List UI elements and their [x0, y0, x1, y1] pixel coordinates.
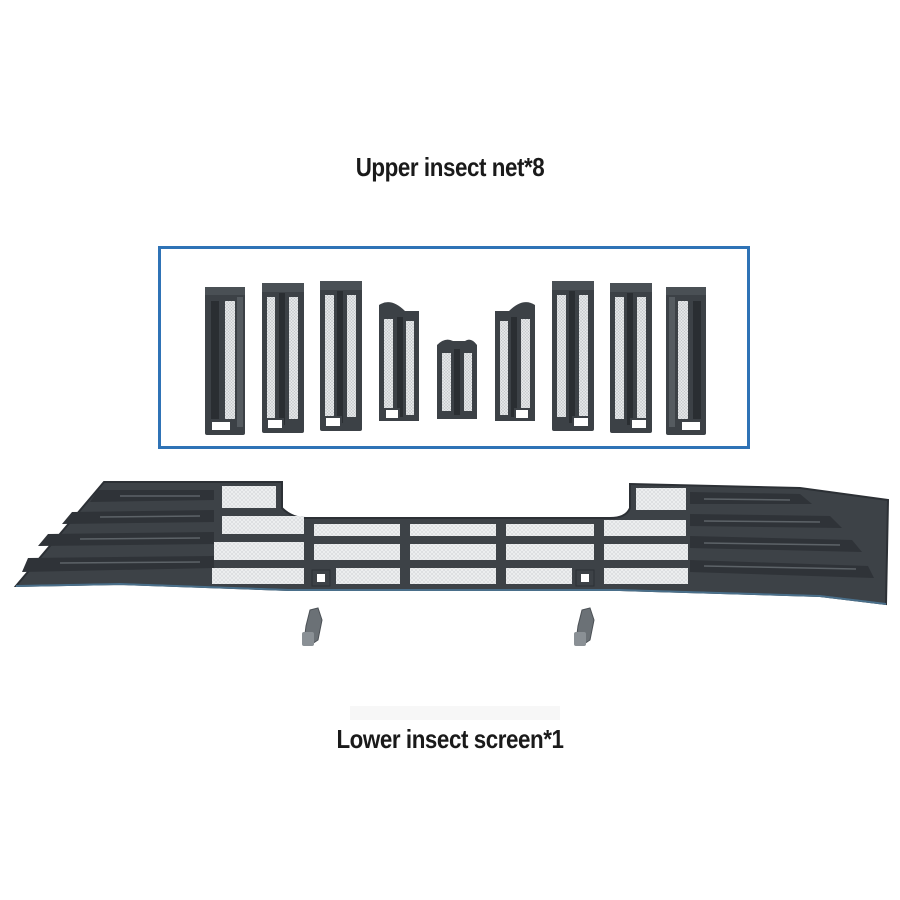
upper-net-piece-1: [205, 287, 245, 435]
lower-insect-screen: [13, 481, 890, 606]
right-slats: [690, 492, 874, 578]
upper-net-piece-6: [495, 302, 535, 421]
upper-net-piece-8: [610, 283, 652, 433]
clip-left: [302, 607, 323, 646]
faint-watermark: [350, 706, 560, 720]
upper-nets-illustration: [205, 281, 706, 435]
mesh-opening: [636, 488, 686, 510]
upper-net-piece-2: [262, 283, 304, 433]
upper-nets-frame: [158, 246, 750, 449]
lower-screen-illustration: [13, 481, 890, 646]
clip-right: [574, 607, 595, 646]
mesh-opening: [222, 486, 276, 508]
center-mesh-grid: [212, 516, 688, 587]
upper-net-piece-3: [320, 281, 362, 431]
left-slats: [22, 490, 214, 572]
upper-net-piece-9: [666, 287, 706, 435]
upper-caption: Upper insect net*8: [355, 152, 545, 182]
lower-caption: Lower insect screen*1: [336, 724, 564, 754]
upper-net-piece-7: [552, 281, 594, 431]
upper-net-piece-5: [437, 339, 477, 419]
upper-net-piece-4: [379, 302, 419, 421]
